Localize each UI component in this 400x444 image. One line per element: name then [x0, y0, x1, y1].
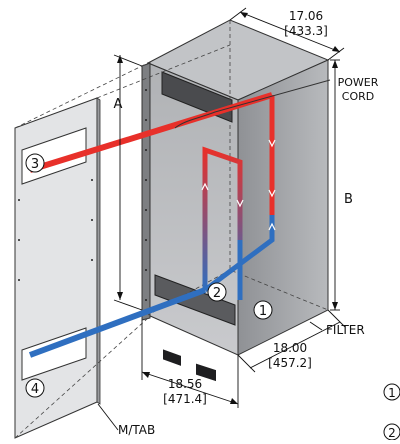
dimension-lines — [113, 7, 346, 408]
front-width-metric-label: [471.4] — [163, 392, 207, 406]
legend-callout-1: 1 — [383, 383, 400, 401]
svg-text:4: 4 — [31, 382, 39, 397]
mtab-leader — [97, 403, 119, 431]
callout-4: 4 — [25, 378, 45, 398]
callout-3: 3 — [25, 153, 45, 173]
vent-slot-left — [163, 349, 181, 366]
svg-text:2: 2 — [388, 426, 396, 440]
svg-text:1: 1 — [259, 304, 267, 319]
flange-rivets — [145, 89, 147, 301]
callout-2: 2 — [207, 282, 227, 302]
proj-top — [14, 62, 149, 129]
cabinet — [141, 19, 330, 382]
part-labels: POWER CORD FILTER M/TAB — [97, 76, 379, 437]
svg-text:3: 3 — [31, 157, 39, 172]
callouts: 3 2 1 4 1 2 — [25, 153, 400, 441]
callout-1: 1 — [253, 300, 273, 320]
proj-bottom — [14, 317, 149, 439]
height-b-label: B — [344, 192, 353, 207]
svg-text:2: 2 — [213, 286, 221, 301]
height-a-label: A — [114, 97, 123, 112]
front-width-label: 18.56 — [168, 377, 202, 391]
power-cord-label-line1: POWER — [338, 76, 379, 89]
dimension-labels: 17.06 [433.3] A B 18.00 [457.2] 18.56 [4… — [114, 9, 353, 406]
depth-label: 18.00 — [273, 341, 307, 355]
depth-metric-label: [457.2] — [268, 356, 312, 370]
flow-chevrons — [201, 139, 276, 231]
vent-slot-right — [196, 363, 216, 382]
dimension-arrowheads — [117, 12, 340, 404]
power-cord-label-line2: CORD — [342, 90, 374, 103]
top-width-metric-label: [433.3] — [284, 24, 328, 38]
front-flange — [141, 62, 151, 321]
mtab-label: M/TAB — [118, 423, 155, 437]
panel-rivets — [18, 179, 93, 281]
inner-loop — [202, 146, 243, 290]
cold-air-intake — [28, 287, 207, 358]
filter-label: FILTER — [326, 323, 365, 337]
top-width-label: 17.06 — [289, 9, 323, 23]
power-cord-line — [174, 79, 331, 129]
upper-vent — [161, 71, 233, 123]
legend-callout-2: 2 — [383, 423, 400, 441]
panel-edge — [96, 97, 101, 405]
svg-text:1: 1 — [388, 386, 396, 400]
proj-top-2 — [96, 44, 231, 99]
